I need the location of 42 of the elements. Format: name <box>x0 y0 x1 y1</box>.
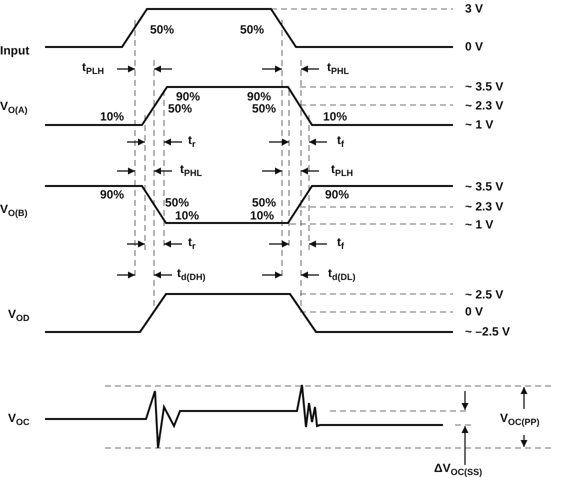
voltage-label: ΔV$_{OC(SS)}$ <box>434 462 482 478</box>
timing-label: t$_{PLH}$ <box>82 61 104 77</box>
voltage-level: ~ –2.5 V <box>465 325 510 339</box>
voltage-level: ~ 3.5 V <box>465 180 504 194</box>
voltage-level: ~ 2.5 V <box>465 288 504 302</box>
timing-label: t$_{r}$ <box>188 236 196 252</box>
threshold-label: 10% <box>175 209 200 223</box>
threshold-label: 50% <box>240 23 264 37</box>
voltage-level: ~ 3.5 V <box>465 80 504 94</box>
threshold-label: 50% <box>150 23 174 37</box>
threshold-label: 90% <box>247 90 272 104</box>
voltage-level: ~ 1 V <box>465 118 494 132</box>
timing-label: t$_{PHL}$ <box>180 163 202 179</box>
voltage-level: 0 V <box>465 40 484 54</box>
voltage-level: ~ 2.3 V <box>465 200 504 214</box>
timing-label: t$_{r}$ <box>188 134 196 150</box>
voltage-level: ~ 1 V <box>465 218 494 232</box>
voltage-level: 0 V <box>465 305 484 319</box>
signal-name: Input <box>0 44 30 58</box>
threshold-label: 90% <box>176 90 200 104</box>
signal-name: V$_{OD}$ <box>8 308 30 324</box>
threshold-label: 10% <box>323 110 348 124</box>
threshold-label: 50% <box>168 102 192 116</box>
threshold-label: 50% <box>252 102 276 116</box>
timing-label: t$_{PHL}$ <box>327 61 349 77</box>
voltage-level: ~ 2.3 V <box>465 99 504 113</box>
voltage-label: V$_{OC(PP)}$ <box>500 412 540 428</box>
signal-name: V$_{O(A)}$ <box>0 100 28 116</box>
timing-label: t$_{d(DH)}$ <box>177 267 206 283</box>
timing-label: t$_{f}$ <box>337 236 344 252</box>
timing-label: t$_{f}$ <box>337 134 344 150</box>
threshold-label: 90% <box>100 188 124 202</box>
threshold-label: 10% <box>250 209 274 223</box>
threshold-label: 90% <box>325 188 350 202</box>
threshold-label: 50% <box>165 196 190 210</box>
signal-name: V$_{O(B)}$ <box>0 203 28 219</box>
timing-label: t$_{PLH}$ <box>331 163 353 179</box>
voltage-level: 3 V <box>465 2 484 16</box>
timing-label: t$_{d(DL)}$ <box>328 267 356 283</box>
signal-name: V$_{OC}$ <box>8 412 30 428</box>
threshold-label: 50% <box>252 196 276 210</box>
threshold-label: 10% <box>100 110 124 124</box>
